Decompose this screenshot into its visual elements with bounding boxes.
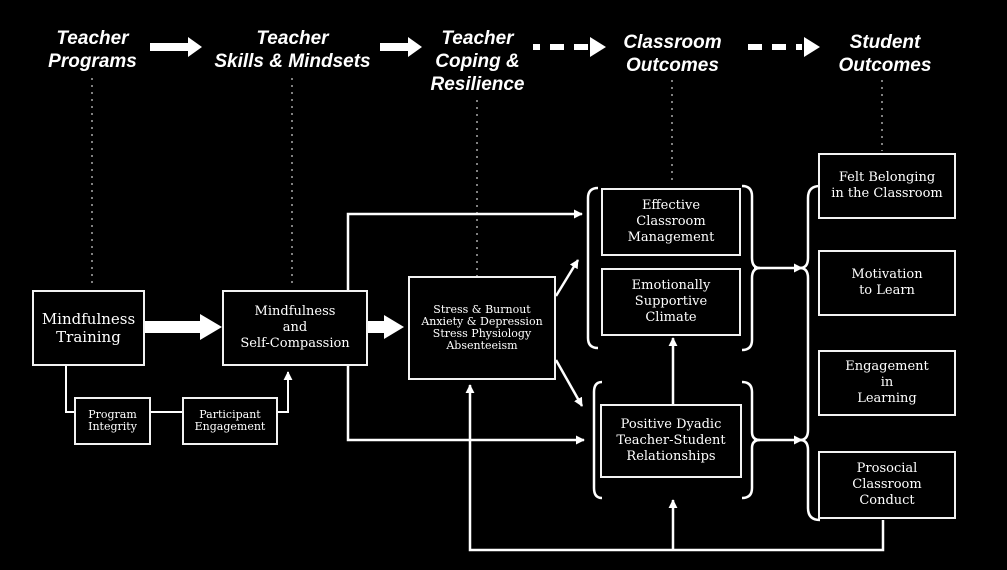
arrow-stress-to-management [554, 259, 580, 297]
stage-guides [91, 78, 883, 288]
arrow-selfcompassion-to-management [346, 209, 583, 290]
primary-arrows [145, 314, 404, 340]
feedback-loop-arrow [465, 384, 885, 552]
header-arrow-skills-coping [380, 37, 422, 57]
header-arrows [150, 37, 820, 57]
grouping-brackets [586, 184, 821, 522]
arrow-training-to-selfcompassion [145, 314, 222, 340]
bracket-classroom-bottom-right [741, 380, 761, 500]
bracket-classroom-top-left [586, 186, 599, 350]
header-arrow-programs-skills [150, 37, 202, 57]
arrow-selfcompassion-to-dyadic [346, 366, 585, 445]
bracket-student-outcomes [799, 184, 821, 522]
moderator-connectors [65, 366, 293, 413]
bracket-classroom-bottom-left [592, 380, 603, 500]
header-arrow-coping-classroom [533, 37, 606, 57]
arrow-selfcompassion-to-stress [368, 315, 404, 339]
bracket-classroom-top-right [741, 184, 761, 352]
header-arrow-classroom-student [748, 37, 820, 57]
arrow-stress-to-dyadic [554, 359, 584, 407]
